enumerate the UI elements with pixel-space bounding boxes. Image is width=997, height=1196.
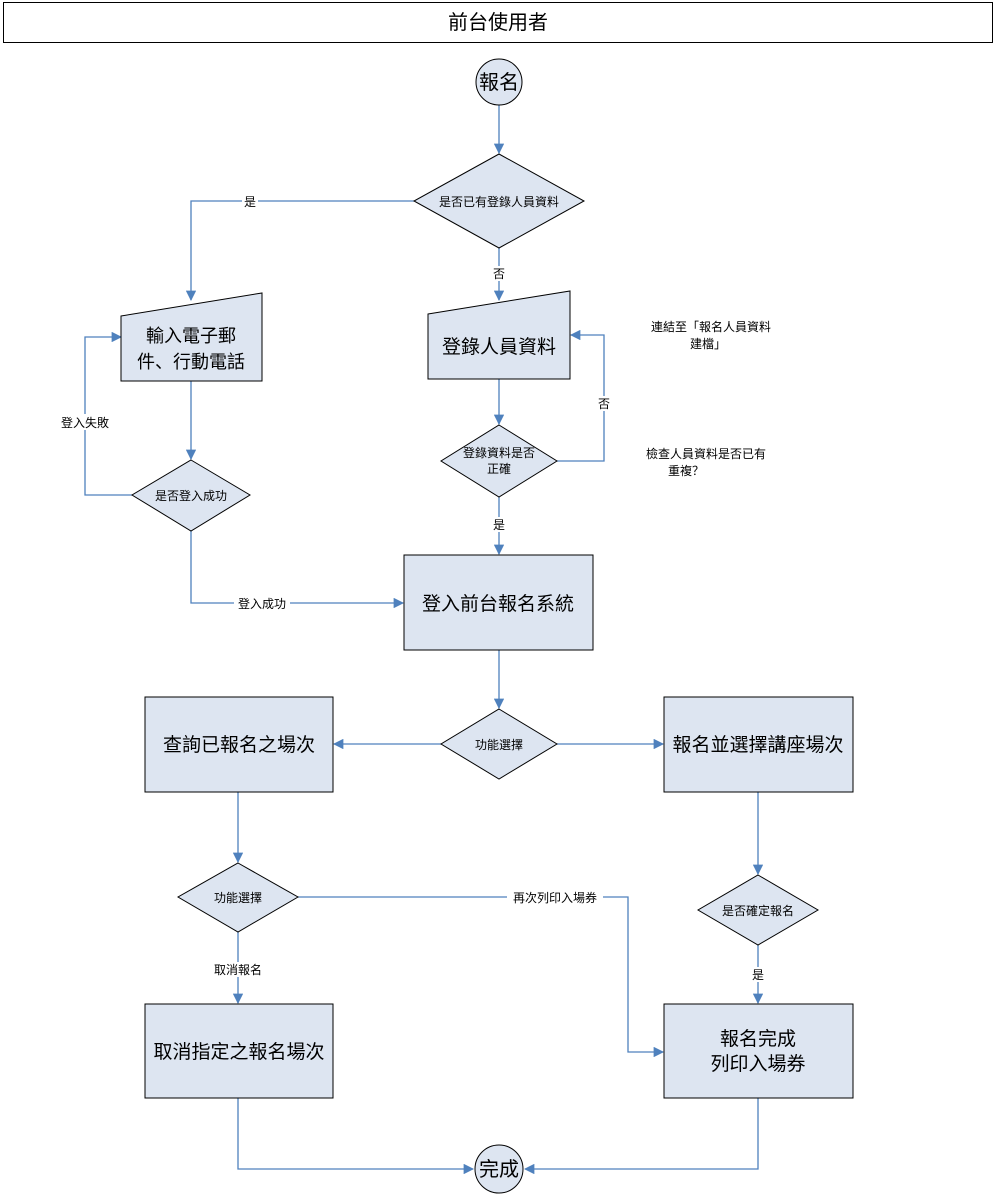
edge-hasdata-yes <box>185 200 414 302</box>
dup-note-line-2: 重複？ <box>668 463 704 478</box>
query-label: 查詢已報名之場次 <box>163 734 315 756</box>
cancel-label: 取消指定之報名場次 <box>153 1041 324 1063</box>
link-note-line-1: 連結至「報名人員資料 <box>651 319 771 334</box>
edge-label-yes-down: 是 <box>493 518 505 532</box>
page-title: 前台使用者 <box>3 2 993 43</box>
dup-note-line-1: 檢查人員資料是否已有 <box>646 446 766 461</box>
register-node <box>427 290 571 380</box>
edge-label-yes-left: 是 <box>244 195 256 209</box>
confirm-label: 是否確定報名 <box>722 903 794 918</box>
data-correct-label-2: 正確 <box>487 461 511 476</box>
edge-label-no-loop: 否 <box>598 397 610 411</box>
input-email-label-2: 件、行動電話 <box>137 352 245 373</box>
input-email-node <box>120 292 263 382</box>
register-label: 登錄人員資料 <box>442 336 556 358</box>
edges <box>84 105 764 1175</box>
data-correct-label-1: 登錄資料是否 <box>463 445 535 460</box>
edge-func2-reprint <box>298 896 665 1058</box>
end-label: 完成 <box>479 1157 519 1181</box>
cancel-node <box>144 1003 334 1099</box>
edge-label-no-down: 否 <box>493 267 505 281</box>
query-node <box>144 696 334 793</box>
edge-label-confirm-yes: 是 <box>752 968 764 982</box>
complete-node <box>663 1003 854 1099</box>
complete-label-1: 報名完成 <box>720 1028 796 1050</box>
edge-label-login-fail: 登入失敗 <box>61 415 109 430</box>
signup-node <box>663 696 854 793</box>
edge-cancel-to-end <box>237 1098 475 1175</box>
signup-label: 報名並選擇講座場次 <box>672 734 843 756</box>
func-select-2-label: 功能選擇 <box>214 890 262 905</box>
complete-label-2: 列印入場券 <box>710 1053 805 1075</box>
edge-complete-to-end <box>523 1098 759 1175</box>
decision-confirm <box>697 874 819 946</box>
edge-label-login-success: 登入成功 <box>238 596 286 611</box>
decision-data-correct <box>440 424 558 498</box>
has-data-label: 是否已有登錄人員資料 <box>439 194 559 209</box>
end-node <box>474 1144 524 1194</box>
edge-label-cancel-signup: 取消報名 <box>214 962 262 977</box>
input-email-label-1: 輸入電子郵 <box>146 326 236 347</box>
edge-login-success <box>190 531 405 609</box>
start-node <box>475 58 523 106</box>
func-select-1-label: 功能選擇 <box>475 737 523 752</box>
decision-has-data <box>412 153 586 249</box>
login-system-node <box>403 554 594 651</box>
decision-func-select-2 <box>176 862 300 933</box>
start-label: 報名 <box>479 70 519 94</box>
login-system-label: 登入前台報名系統 <box>422 593 574 615</box>
login-ok-label: 是否登入成功 <box>155 488 227 503</box>
decision-func-select-1 <box>440 708 558 780</box>
link-note-line-2: 建檔」 <box>690 337 726 351</box>
decision-login-ok <box>131 459 251 532</box>
edge-label-reprint: 再次列印入場券 <box>513 890 597 905</box>
